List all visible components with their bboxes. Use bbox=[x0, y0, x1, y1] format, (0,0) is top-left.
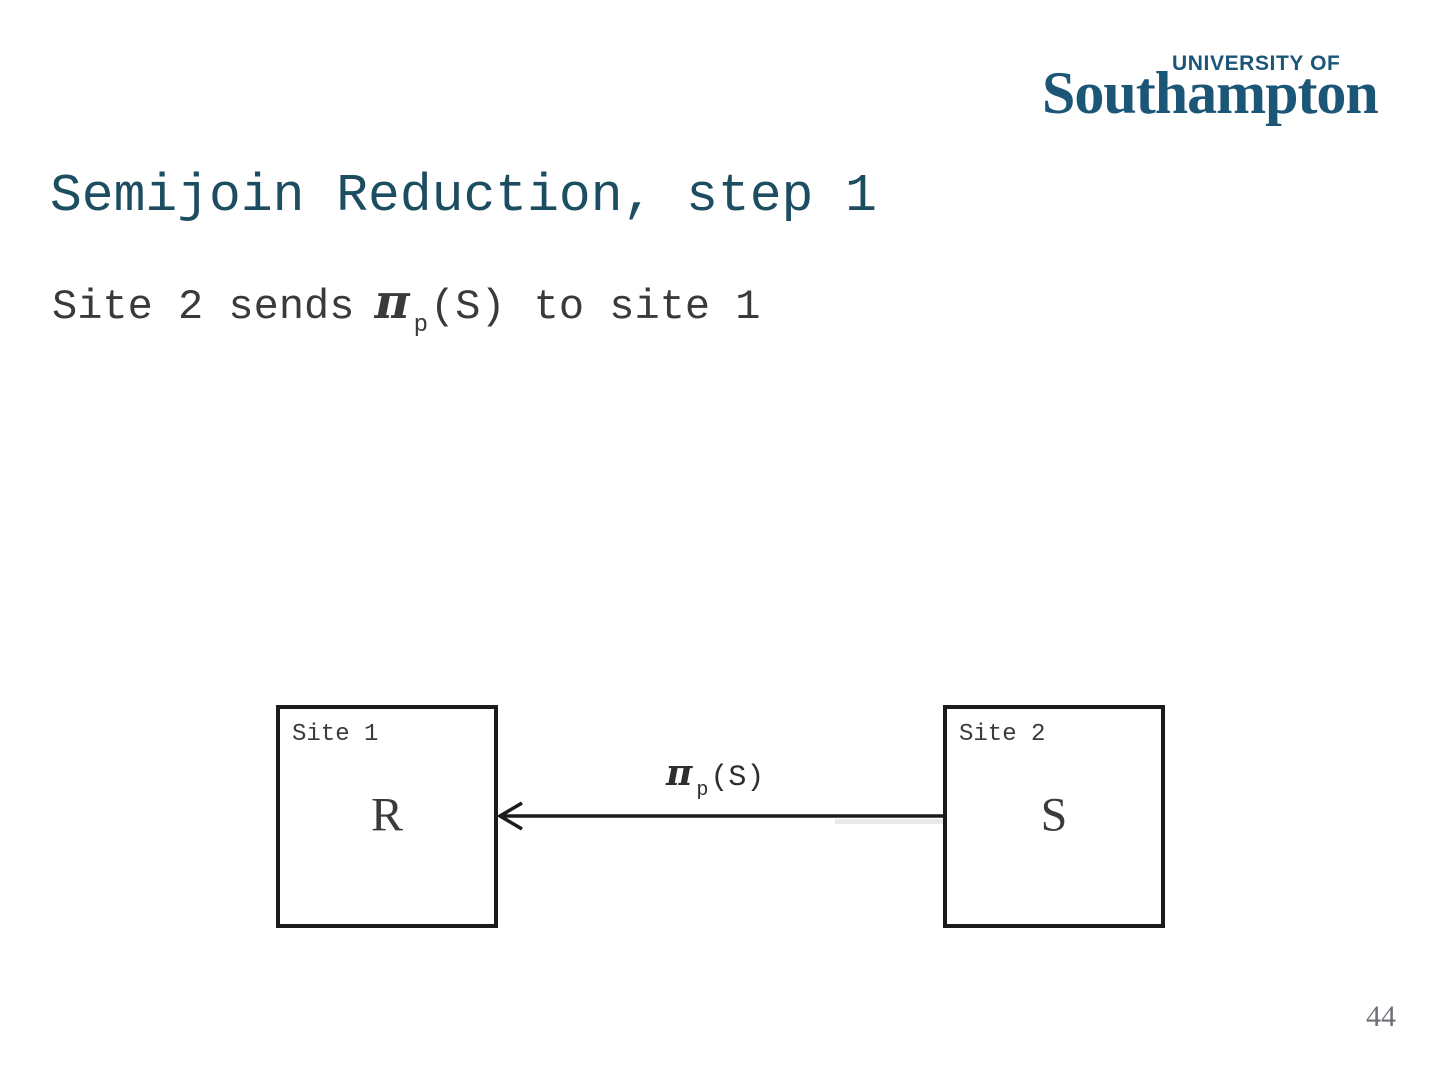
site1-box: Site 1 R bbox=[276, 705, 498, 928]
subtitle-prefix: Site 2 sends bbox=[52, 283, 355, 331]
arrow-pi-symbol: π bbox=[666, 752, 693, 794]
page-number: 44 bbox=[1366, 1000, 1396, 1033]
site2-box: Site 2 S bbox=[943, 705, 1165, 928]
arrow-pi-argument: (S) bbox=[710, 761, 765, 795]
pi-argument: (S) bbox=[430, 283, 506, 331]
semijoin-arrow bbox=[496, 801, 943, 831]
slide-title: Semijoin Reduction, step 1 bbox=[50, 166, 877, 226]
logo-university-of-text: UNIVERSITY OF bbox=[1172, 52, 1341, 75]
site2-relation-s: S bbox=[1040, 787, 1068, 841]
slide-subtitle: Site 2 sends π p (S) to site 1 bbox=[52, 274, 761, 339]
pi-subscript: p bbox=[413, 312, 428, 339]
subtitle-suffix: to site 1 bbox=[533, 283, 761, 331]
site1-label: Site 1 bbox=[292, 721, 379, 748]
logo-southampton-text: Southampton bbox=[1042, 60, 1379, 126]
university-logo: UNIVERSITY OF Southampton bbox=[1020, 50, 1400, 140]
site2-label: Site 2 bbox=[959, 721, 1046, 748]
site1-relation-r: R bbox=[370, 787, 404, 841]
arrow-line-artifact bbox=[835, 819, 943, 824]
arrow-pi-subscript: p bbox=[696, 779, 709, 802]
arrow-label: π p (S) bbox=[666, 752, 765, 802]
pi-symbol: π bbox=[374, 274, 410, 330]
